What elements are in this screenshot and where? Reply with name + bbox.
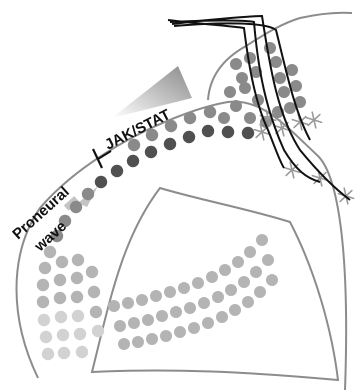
cell (40, 331, 52, 343)
cell (242, 296, 254, 308)
cell (219, 264, 231, 276)
cell (229, 304, 241, 316)
cell (86, 266, 98, 278)
cell (232, 256, 244, 268)
cell (204, 106, 216, 118)
cell (95, 176, 107, 188)
cell (111, 165, 123, 177)
cell (224, 86, 236, 98)
cell (218, 112, 230, 124)
cell (71, 272, 83, 284)
cell (184, 302, 196, 314)
cell (174, 326, 186, 338)
cell (37, 279, 49, 291)
cell (244, 112, 256, 124)
axon-bundle (168, 16, 350, 200)
cell (270, 56, 282, 68)
cell (145, 146, 157, 158)
cell (225, 284, 237, 296)
cell (136, 294, 148, 306)
cell (206, 271, 218, 283)
cell (262, 254, 274, 266)
cell (278, 86, 290, 98)
cell (92, 325, 104, 337)
cell (164, 138, 176, 150)
neuron (284, 162, 299, 178)
cell (54, 274, 66, 286)
cell (184, 112, 196, 124)
cell (114, 320, 126, 332)
cell (230, 58, 242, 70)
cell (70, 201, 82, 213)
inner-region-outline (92, 188, 338, 380)
cell (58, 347, 70, 359)
cell (170, 306, 182, 318)
cell (178, 282, 190, 294)
cell (76, 346, 88, 358)
cell (42, 348, 54, 360)
cell (72, 310, 84, 322)
cell (57, 329, 69, 341)
cell (256, 234, 268, 246)
cell (82, 188, 94, 200)
cell (39, 262, 51, 274)
cell (74, 328, 86, 340)
cell (56, 256, 68, 268)
cell (37, 296, 49, 308)
jak-stat-gradient-wedge (112, 66, 192, 118)
cell (160, 330, 172, 342)
cell (202, 125, 214, 137)
cell (108, 300, 120, 312)
cell (239, 82, 251, 94)
cell (118, 338, 130, 350)
cell (164, 286, 176, 298)
cell (150, 290, 162, 302)
cell (188, 322, 200, 334)
neuron (306, 112, 321, 128)
cell (72, 254, 84, 266)
cell (250, 266, 262, 278)
cell (274, 72, 286, 84)
cell (212, 291, 224, 303)
cell (242, 127, 254, 139)
cell (266, 274, 278, 286)
cell (222, 126, 234, 138)
cell (71, 291, 83, 303)
cell (244, 246, 256, 258)
cell (88, 286, 100, 298)
cell (128, 317, 140, 329)
cell (156, 310, 168, 322)
cell (142, 314, 154, 326)
cell (38, 314, 50, 326)
cell (192, 277, 204, 289)
cell (202, 317, 214, 329)
cell (90, 306, 102, 318)
cell (254, 286, 266, 298)
cell (238, 276, 250, 288)
cell (216, 311, 228, 323)
cell (55, 311, 67, 323)
cell (183, 131, 195, 143)
cell (198, 297, 210, 309)
cell (230, 100, 242, 112)
cell (127, 155, 139, 167)
cell (54, 292, 66, 304)
cell (132, 336, 144, 348)
cell (146, 333, 158, 345)
inner-cell-rows (108, 234, 278, 350)
cell (122, 297, 134, 309)
